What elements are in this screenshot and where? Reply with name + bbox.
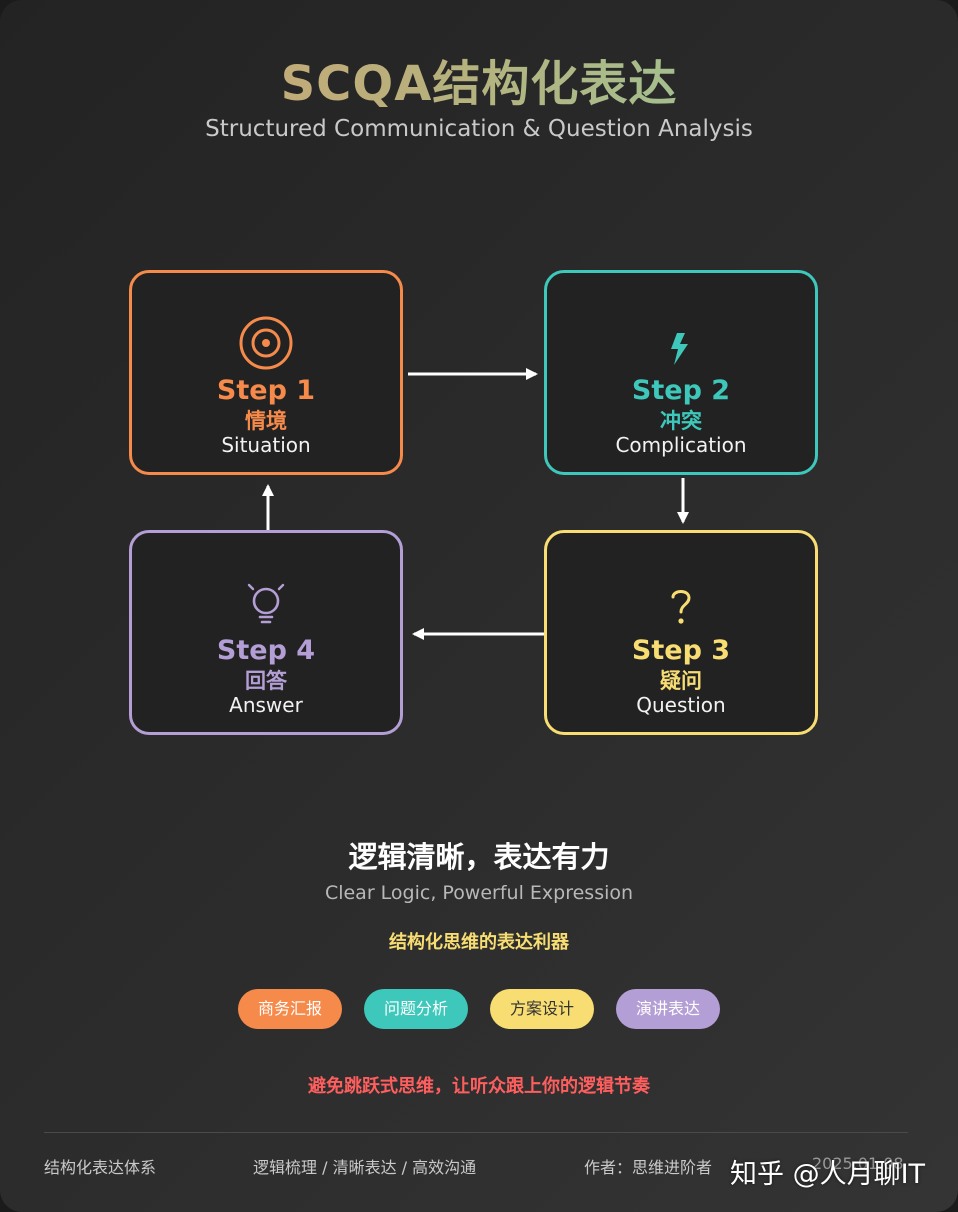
step-en-label: Question <box>636 693 726 717</box>
slogan-english: Clear Logic, Powerful Expression <box>324 882 634 904</box>
footer-divider <box>44 1132 908 1133</box>
watermark: 知乎 @人月聊IT <box>730 1159 926 1190</box>
lightning-icon <box>547 331 815 371</box>
footer-date: 2025.01.08 <box>812 1154 904 1173</box>
tag-list: 商务汇报 问题分析 方案设计 演讲表达 <box>0 989 958 1029</box>
question-icon <box>547 585 815 631</box>
step-number: Step 4 <box>216 635 316 666</box>
step-cn-label: 回答 <box>245 669 287 693</box>
step-number: Step 2 <box>631 375 731 406</box>
step-complication-box: Step 2 冲突 Complication <box>544 270 818 475</box>
step-en-label: Answer <box>229 693 303 717</box>
step-cn-label: 情境 <box>245 409 287 433</box>
target-icon <box>132 313 400 377</box>
tag-problem-analysis: 问题分析 <box>363 989 468 1029</box>
step-question-box: Step 3 疑问 Question <box>544 530 818 735</box>
step-situation-box: Step 1 情境 Situation <box>129 270 403 475</box>
footer-author: 作者：思维进阶者 <box>584 1158 713 1177</box>
warning-text: 避免跳跃式思维，让听众跟上你的逻辑节奏 <box>308 1076 650 1097</box>
step-cn-label: 冲突 <box>660 409 702 433</box>
footer-system-name: 结构化表达体系 <box>44 1158 157 1177</box>
step-number: Step 3 <box>631 635 731 666</box>
tag-business-report: 商务汇报 <box>237 989 342 1029</box>
step-answer-box: Step 4 回答 Answer <box>129 530 403 735</box>
page-subtitle: Structured Communication & Question Anal… <box>205 116 753 142</box>
step-en-label: Situation <box>221 433 311 457</box>
step-en-label: Complication <box>615 433 747 457</box>
page-title: SCQA结构化表达 <box>0 44 958 114</box>
step-cn-label: 疑问 <box>660 669 702 693</box>
lightbulb-icon <box>132 579 400 629</box>
tag-solution-design: 方案设计 <box>490 989 595 1029</box>
step-number: Step 1 <box>216 375 316 406</box>
slogan-heading: 逻辑清晰，表达有力 <box>348 840 610 874</box>
tag-speech-expression: 演讲表达 <box>616 989 721 1029</box>
footer-keywords: 逻辑梳理 / 清晰表达 / 高效沟通 <box>253 1158 477 1177</box>
tool-tagline: 结构化思维的表达利器 <box>389 932 569 953</box>
